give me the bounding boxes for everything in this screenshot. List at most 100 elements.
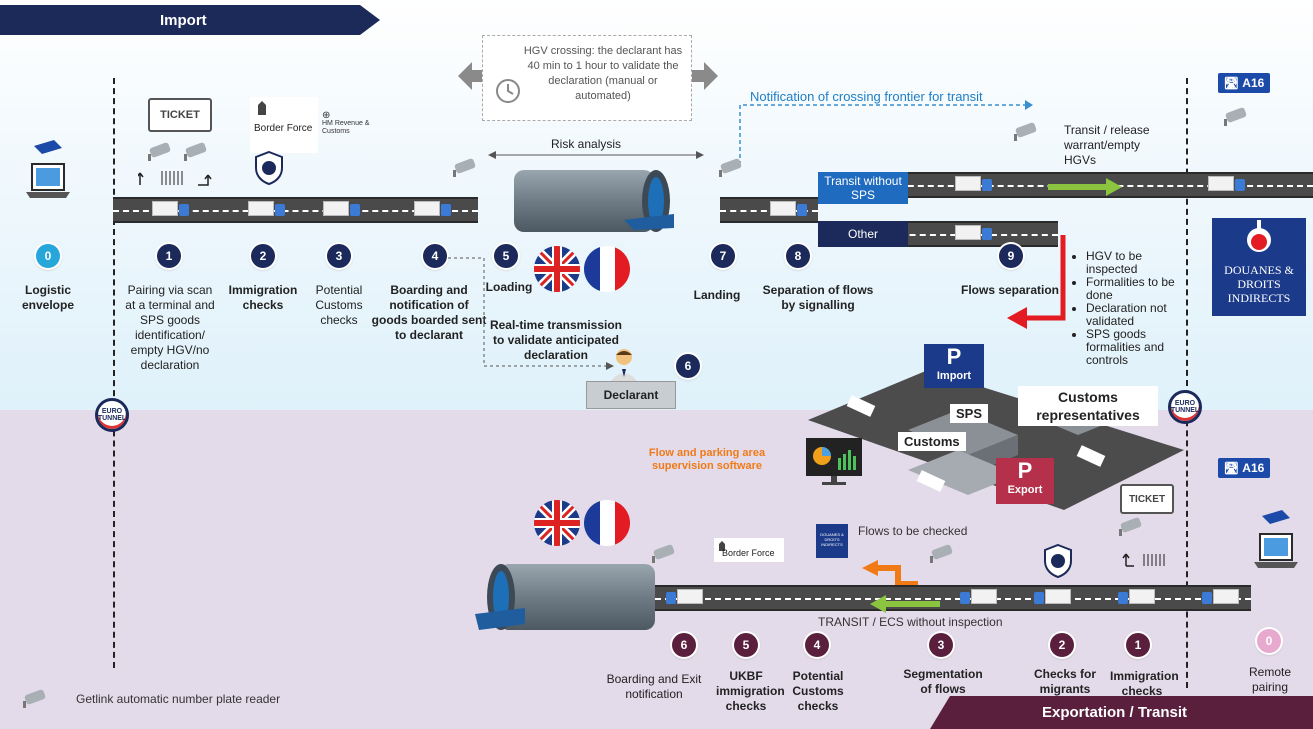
- monitor-dashboard-icon: [806, 438, 862, 485]
- douanes-small-logo: DOUANES & DROITS INDIRECTS: [816, 524, 848, 558]
- anpr-camera-icon: [1224, 107, 1247, 126]
- export-step-2-label: Checks for migrants: [1033, 667, 1097, 696]
- douanes-logo: DOUANES & DROITS INDIRECTS: [1212, 218, 1306, 316]
- laptop-icon: [1254, 510, 1298, 568]
- inspection-item: Formalities to be done: [1086, 276, 1186, 302]
- sps-building-label: SPS: [950, 404, 989, 423]
- export-step-4: 4: [805, 633, 829, 657]
- hmrc-text: HM Revenue & Customs: [322, 120, 370, 135]
- flows-to-check-label: Flows to be checked: [858, 524, 968, 538]
- export-step-0-label: Remote pairing: [1248, 665, 1292, 694]
- export-step-1: 1: [1126, 633, 1150, 657]
- export-step-5-label: UKBF immigration checks: [716, 669, 785, 713]
- import-step-0-label: Logistic envelope: [21, 283, 75, 312]
- frontier-line-left: [113, 78, 115, 668]
- import-tunnel: [514, 170, 674, 232]
- anpr-camera-icon: [652, 544, 675, 563]
- border-force-small-logo: Border Force: [714, 538, 784, 562]
- import-step-4: 4: [423, 244, 447, 268]
- export-banner-text: Exportation / Transit: [1042, 704, 1188, 721]
- transit-ecs-label: TRANSIT / ECS without inspection: [818, 615, 1003, 629]
- a16-text: A16: [1242, 461, 1265, 475]
- export-step-3-label: Segmentation of flows: [903, 667, 983, 696]
- truck: [323, 201, 361, 217]
- anpr-camera-icon: [930, 544, 953, 563]
- crossing-note-text: HGV crossing: the declarant has 40 min t…: [523, 45, 683, 102]
- barcode-scan-icon: [138, 171, 212, 186]
- crest-icon: ⊕: [322, 110, 331, 121]
- customs-reps-label: Customs representatives: [1018, 386, 1158, 426]
- anpr-camera-icon: [453, 158, 476, 177]
- anpr-camera-icon: [1014, 122, 1037, 141]
- export-step-1-label: Immigration checks: [1110, 669, 1179, 698]
- export-tunnel: [475, 564, 655, 636]
- import-step-9: 9: [999, 244, 1023, 268]
- anpr-legend-label: Getlink automatic number plate reader: [76, 692, 281, 706]
- transit-without-sps-tag: Transit without SPS: [818, 172, 908, 204]
- uk-flag-icon: [534, 500, 580, 546]
- motorway-icon: 🛣︎: [1223, 76, 1239, 90]
- anpr-camera-icon: [184, 142, 207, 161]
- export-step-6: 6: [672, 633, 696, 657]
- france-flag-icon: [584, 500, 630, 546]
- police-badge-icon: [255, 150, 283, 186]
- inspection-item: HGV to be inspected: [1086, 250, 1186, 276]
- import-step-2: 2: [251, 244, 275, 268]
- import-step-5-label: Loading: [485, 280, 533, 294]
- parking-p-text: P: [946, 344, 962, 369]
- border-force-logo: Border Force: [250, 97, 318, 153]
- clock-icon: [496, 79, 520, 103]
- export-step-4-label: Potential Customs checks: [792, 669, 844, 713]
- import-banner-text: Import: [160, 11, 207, 29]
- import-step-7: 7: [711, 244, 735, 268]
- other-tag: Other: [818, 221, 908, 247]
- import-step-4-label: Boarding and notification of goods board…: [371, 283, 487, 342]
- declarant-box: Declarant: [586, 381, 676, 409]
- eurotunnel-text: EURO: [1174, 400, 1196, 407]
- truck: [955, 225, 993, 241]
- a16-motorway-sign: 🛣︎ A16: [1218, 73, 1270, 93]
- ticket-icon-text: TICKET: [1128, 493, 1166, 505]
- truck: [248, 201, 286, 217]
- ticket-icon: TICKET: [148, 98, 212, 132]
- frontier-line-right: [1186, 78, 1188, 688]
- ticket-icon: TICKET: [1120, 484, 1174, 514]
- parking-p-text: P: [1017, 458, 1033, 483]
- eurotunnel-text: EURO: [101, 408, 123, 415]
- inspection-item: Declaration not validated: [1086, 302, 1186, 328]
- border-force-text: Border Force: [722, 548, 775, 558]
- import-step-7-label: Landing: [693, 288, 741, 302]
- red-inspection-arrow: [1007, 235, 1066, 329]
- anpr-legend-camera-icon: [23, 689, 46, 708]
- export-step-3: 3: [929, 633, 953, 657]
- transit-release-label: Transit / release warrant/empty HGVs: [1064, 123, 1150, 167]
- import-step-0: 0: [36, 244, 60, 268]
- import-step-8: 8: [786, 244, 810, 268]
- a16-motorway-sign: 🛣︎ A16: [1218, 458, 1270, 478]
- export-step-6-label: Boarding and Exit notification: [606, 672, 702, 701]
- truck: [1208, 176, 1246, 192]
- truck: [955, 176, 993, 192]
- truck: [770, 201, 808, 217]
- anpr-camera-icon: [1119, 517, 1142, 536]
- a16-text: A16: [1242, 76, 1265, 90]
- parking-export-text: Export: [1007, 484, 1043, 496]
- eurotunnel-text: TUNNEL: [97, 415, 127, 422]
- risk-analysis-arrow: [488, 151, 704, 159]
- crossing-note-box: HGV crossing: the declarant has 40 min t…: [482, 35, 692, 121]
- motorway-icon: 🛣︎: [1223, 461, 1239, 475]
- truck: [960, 589, 998, 605]
- import-step-9-label: Flows separation: [960, 283, 1060, 297]
- police-badge-icon: [1044, 543, 1072, 579]
- eurotunnel-text: TUNNEL: [1170, 407, 1200, 414]
- anpr-camera-icon: [148, 142, 171, 161]
- import-step-5: 5: [494, 244, 518, 268]
- notification-label: Notification of crossing frontier for tr…: [750, 89, 983, 104]
- truck: [1118, 589, 1156, 605]
- border-force-text: Border Force: [254, 123, 313, 134]
- parking-import-text: Import: [936, 370, 972, 382]
- truck: [1202, 589, 1240, 605]
